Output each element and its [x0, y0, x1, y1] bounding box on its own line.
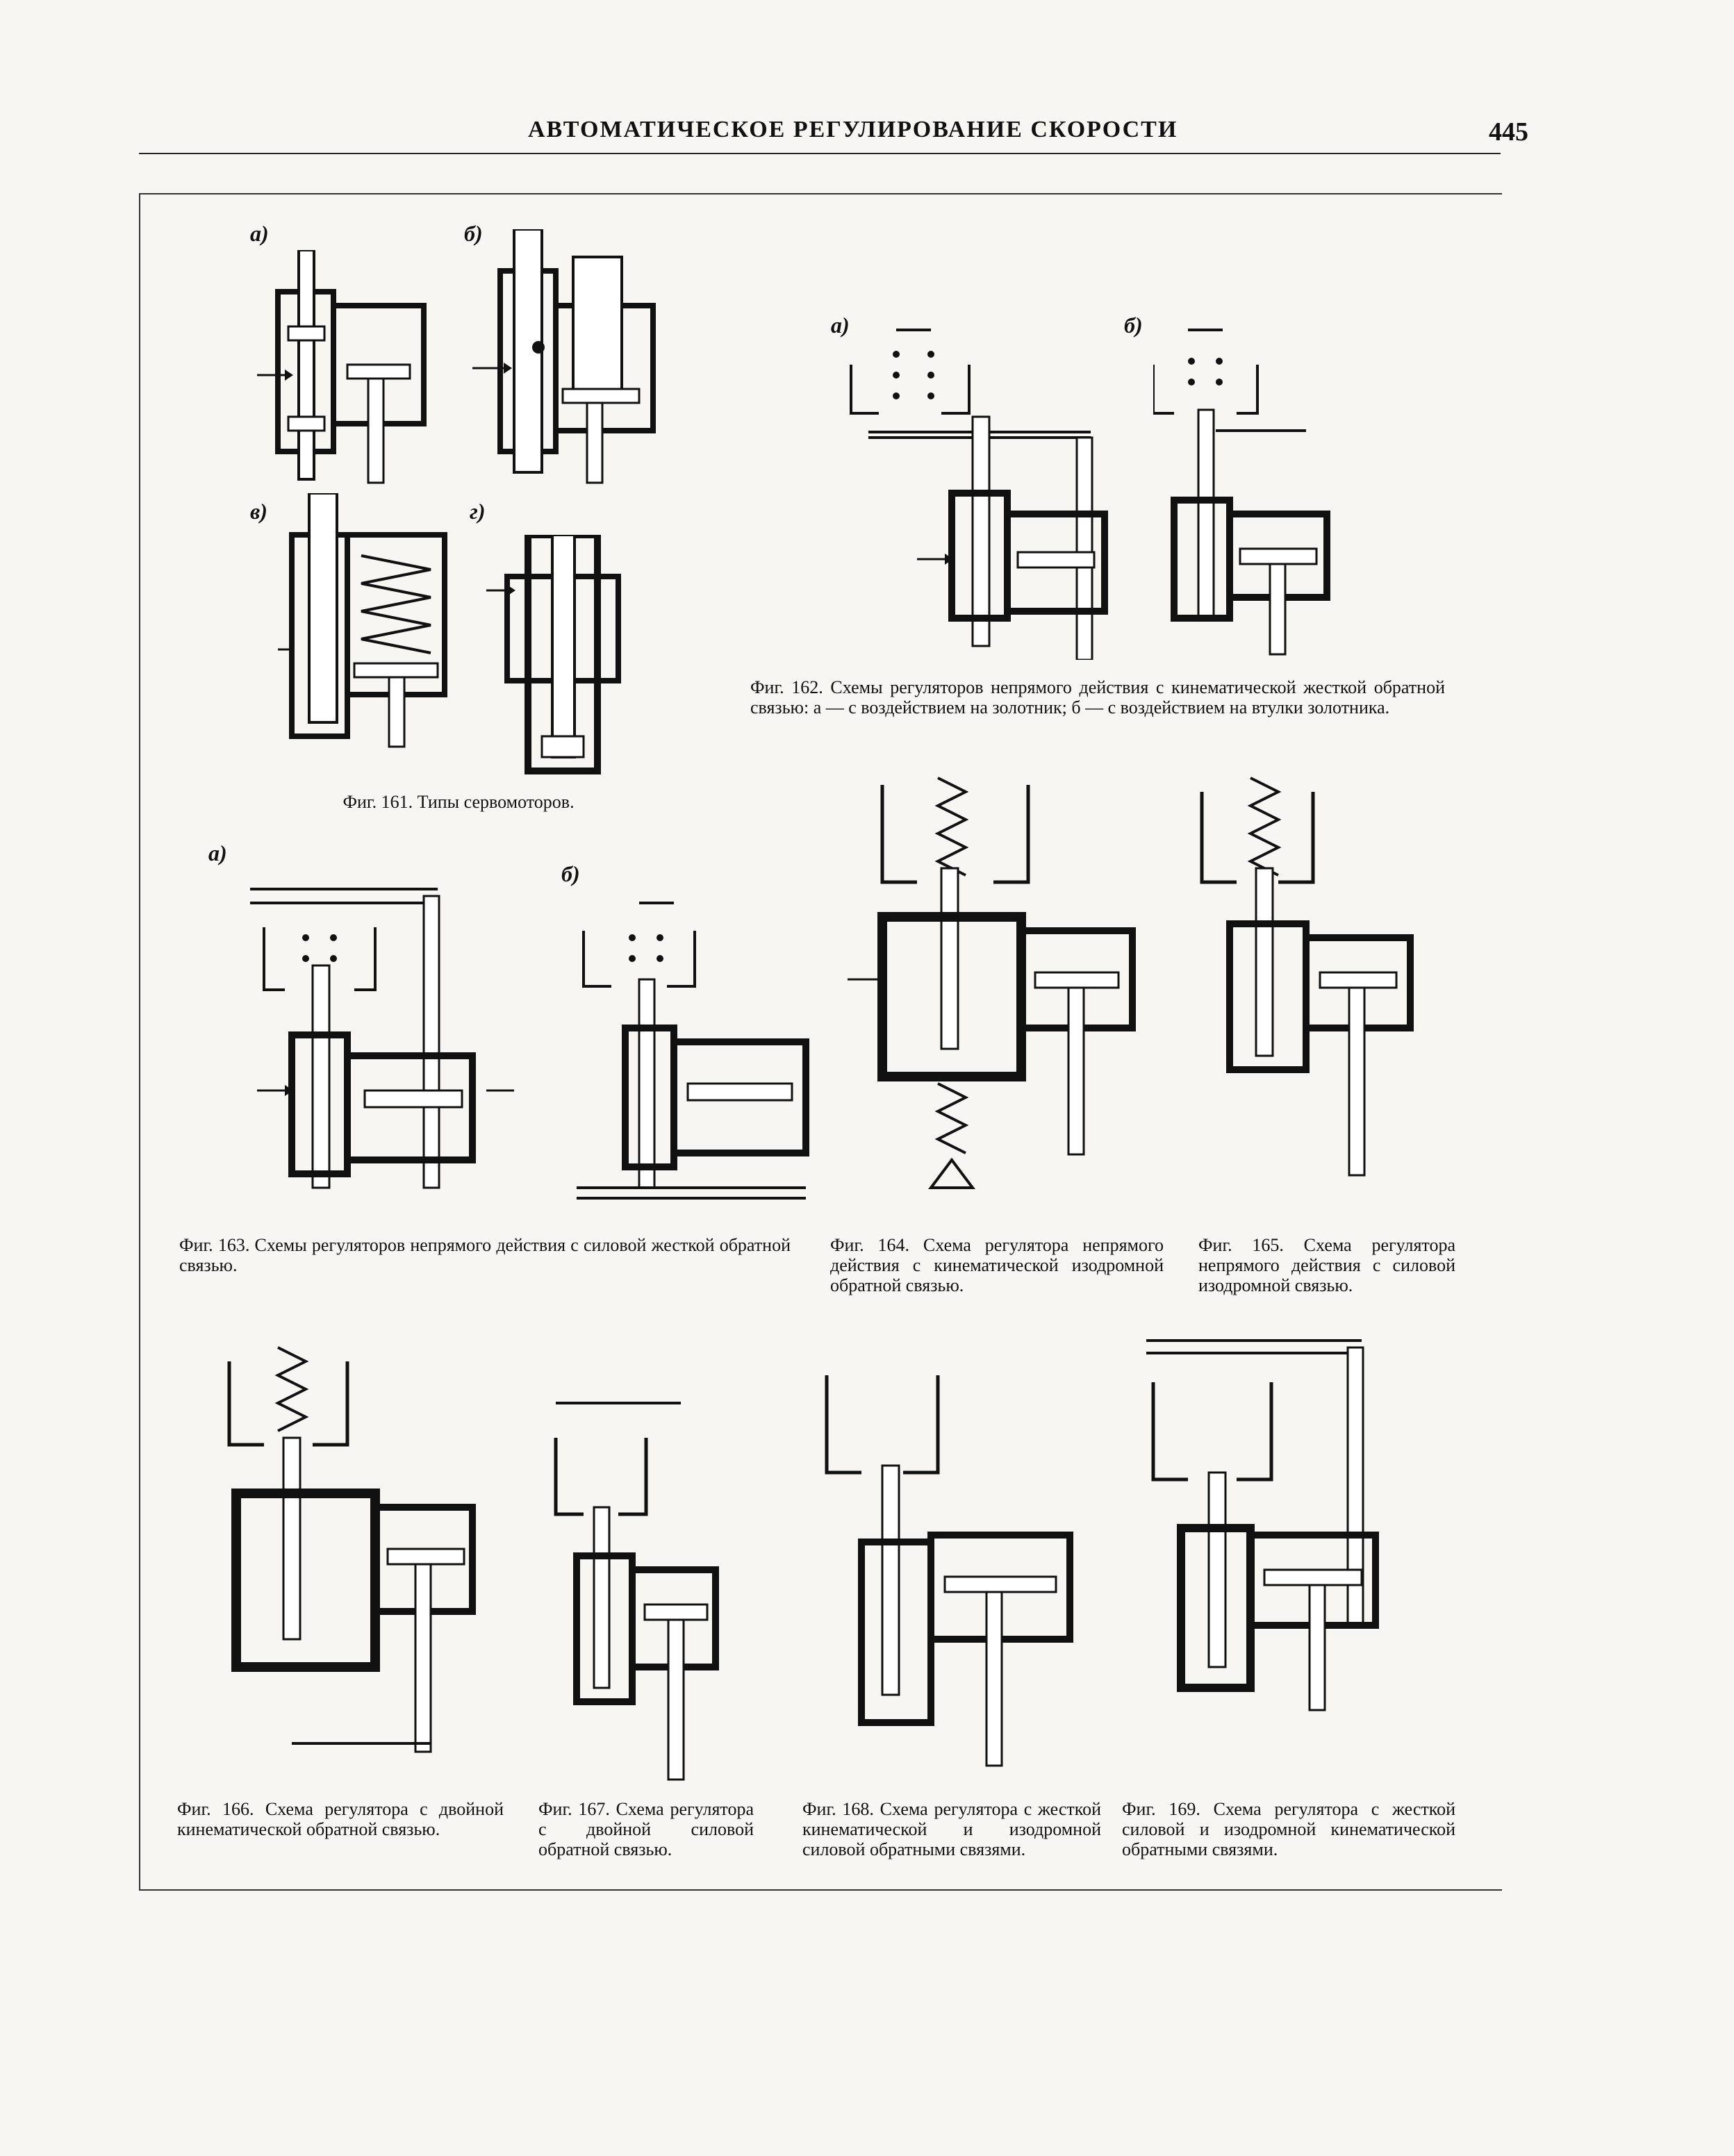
fig161-label-b: б): [464, 221, 483, 246]
fig161-servomotor-c: [278, 493, 465, 750]
fig161-servomotor-a: [257, 250, 445, 486]
running-title: АВТОМАТИЧЕСКОЕ РЕГУЛИРОВАНИЕ СКОРОСТИ: [528, 117, 1178, 142]
fig163-label-b: б): [561, 861, 580, 886]
fig167-caption: Фиг. 167. Схема регулятора с двойной сил…: [538, 1799, 754, 1859]
fig166-caption: Фиг. 166. Схема регулятора с двойной кин…: [177, 1799, 504, 1839]
fig162-label-b: б): [1124, 313, 1143, 338]
fig167-regulator: [542, 1382, 750, 1785]
figure-frame: [139, 193, 1502, 1891]
fig163-regulator-a: [236, 861, 528, 1209]
fig164-caption: Фиг. 164. Схема регулятора непрямого дей…: [830, 1235, 1164, 1295]
fig169-caption: Фиг. 169. Схема регулятора с жесткой сил…: [1122, 1799, 1455, 1859]
fig169-regulator: [1139, 1320, 1445, 1764]
fig164-regulator: [848, 764, 1181, 1202]
fig161-servomotor-b: [472, 229, 674, 486]
fig163-label-a: а): [208, 840, 227, 865]
fig162-regulator-b: [1153, 313, 1362, 660]
fig162-label-a: а): [831, 313, 850, 338]
fig165-regulator: [1195, 764, 1445, 1202]
fig168-regulator: [820, 1334, 1098, 1778]
fig161-label-d: г): [470, 499, 486, 524]
running-head: АВТОМАТИЧЕСКОЕ РЕГУЛИРОВАНИЕ СКОРОСТИ 44…: [139, 117, 1528, 158]
fig168-caption: Фиг. 168. Схема регулятора с жесткой кин…: [802, 1799, 1101, 1859]
fig161-servomotor-d: [486, 535, 646, 778]
fig163-caption: Фиг. 163. Схемы регуляторов непрямого де…: [179, 1235, 791, 1275]
fig161-label-c: в): [250, 499, 267, 524]
page-number: 445: [1489, 117, 1528, 147]
fig162-caption: Фиг. 162. Схемы регуляторов непрямого де…: [750, 677, 1445, 718]
fig161-label-a: а): [250, 221, 269, 246]
header-rule: [139, 153, 1501, 154]
fig163-regulator-b: [570, 882, 820, 1209]
fig162-regulator-a: [841, 313, 1132, 660]
fig165-caption: Фиг. 165. Схема регулятора непрямого дей…: [1198, 1235, 1455, 1295]
fig166-regulator: [208, 1334, 500, 1778]
fig161-caption: Фиг. 161. Типы сервомоторов.: [342, 792, 575, 812]
